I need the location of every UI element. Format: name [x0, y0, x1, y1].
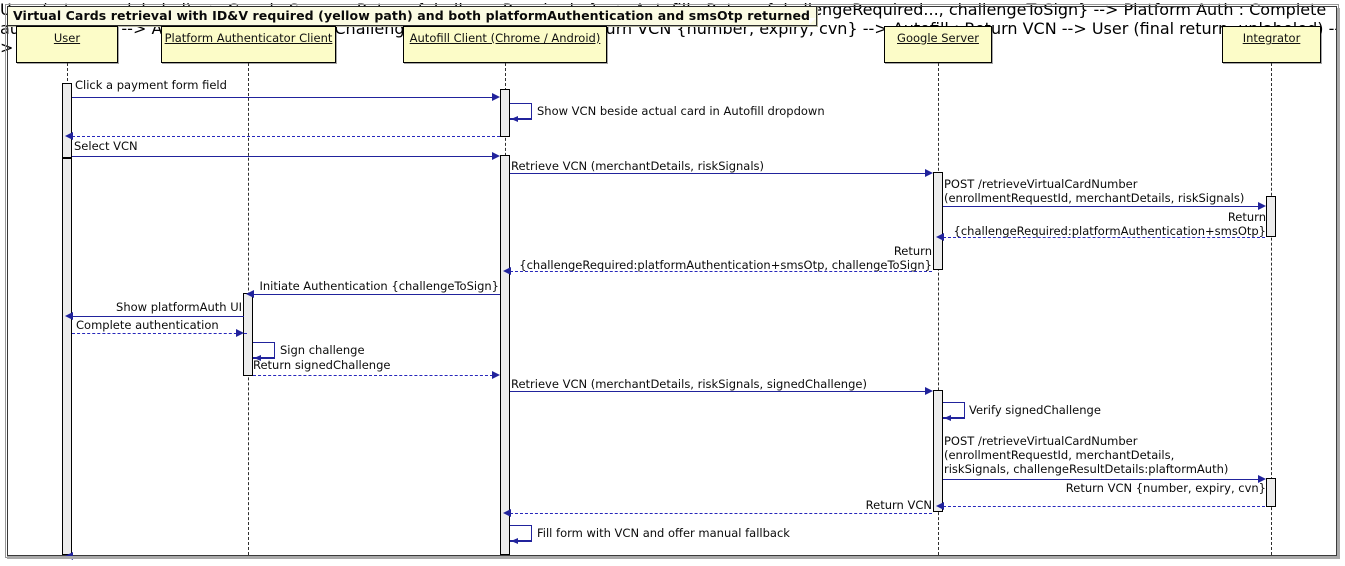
self-message-line-12: [253, 358, 275, 359]
message-arrowhead-18: [503, 509, 511, 517]
message-arrowhead-5: [925, 169, 933, 177]
message-label-14: Retrieve VCN (merchantDetails, riskSigna…: [511, 377, 867, 391]
message-arrowhead-14: [925, 387, 933, 395]
self-message-arrowhead-15: [944, 415, 951, 421]
participant-label-autofill: Autofill Client (Chrome / Android): [409, 31, 601, 45]
message-arrowhead-17: [936, 502, 944, 510]
message-label-17: Return VCN {number, expiry, cvn}: [1065, 481, 1266, 495]
self-message-arrowhead-12: [254, 355, 261, 361]
message-label-2: Show VCN beside actual card in Autofill …: [537, 104, 825, 118]
participant-label-integrator: Integrator: [1242, 31, 1301, 45]
activation-platform-auth: [243, 293, 253, 376]
message-label-10: Show platformAuth UI: [116, 300, 242, 314]
activation-integrator-2: [1266, 478, 1276, 507]
message-arrowhead-10: [65, 312, 73, 320]
message-line-5: [510, 173, 930, 174]
activation-autofill-2: [500, 155, 510, 555]
message-label-11: Complete authentication: [76, 318, 219, 332]
message-label-7: Return {challengeRequired:platformAuthen…: [953, 210, 1266, 238]
lifeline-integrator: [1271, 63, 1272, 555]
message-label-5: Retrieve VCN (merchantDetails, riskSigna…: [511, 159, 764, 173]
participant-user[interactable]: User: [16, 26, 118, 63]
message-arrowhead-7: [936, 233, 944, 241]
message-arrowhead-11: [236, 329, 244, 337]
message-arrowhead-8: [503, 267, 511, 275]
message-label-16: POST /retrieveVirtualCardNumber (enrollm…: [944, 434, 1229, 476]
message-label-15: Verify signedChallenge: [969, 403, 1101, 417]
self-message-arrowhead-2: [511, 116, 518, 122]
message-line-6: [943, 206, 1263, 207]
message-label-1: Click a payment form field: [75, 78, 227, 92]
message-line-18: [510, 513, 932, 514]
message-arrowhead-16: [1258, 475, 1266, 483]
message-label-13: Return signedChallenge: [253, 358, 391, 372]
message-line-11: [72, 333, 247, 334]
activation-autofill-1: [500, 89, 510, 137]
participant-label-platform-auth: Platform Authenticator Client: [164, 31, 333, 45]
activation-google-server-2: [933, 390, 943, 512]
participant-autofill-client[interactable]: Autofill Client (Chrome / Android): [403, 26, 607, 63]
participant-label-user: User: [53, 31, 81, 45]
diagram-title-text: Virtual Cards retrieval with ID&V requir…: [13, 8, 811, 23]
self-message-line-19: [510, 541, 532, 542]
lifeline-google-server: [938, 63, 939, 555]
self-message-box-12: [253, 342, 275, 358]
message-line-14: [510, 391, 930, 392]
message-line-8: [510, 271, 932, 272]
message-label-8: Return {challengeRequired:platformAuthen…: [519, 244, 932, 272]
message-label-4: Select VCN: [74, 139, 138, 153]
diagram-title-tab: Virtual Cards retrieval with ID&V requir…: [7, 6, 818, 26]
message-arrowhead-1: [492, 93, 500, 101]
activation-integrator-1: [1266, 196, 1276, 237]
message-label-6: POST /retrieveVirtualCardNumber (enrollm…: [944, 177, 1245, 205]
frame-shadow-right: [1337, 8, 1340, 559]
message-arrowhead-9: [246, 290, 254, 298]
message-line-1: [72, 97, 497, 98]
message-line-3: [72, 136, 500, 137]
message-arrowhead-3: [65, 132, 73, 140]
self-message-line-2: [510, 119, 532, 120]
participant-integrator[interactable]: Integrator: [1222, 26, 1321, 63]
message-label-9: Initiate Authentication {challengeToSign…: [259, 279, 499, 293]
activation-user-1: [62, 83, 72, 158]
self-message-box-2: [510, 103, 532, 119]
participant-platform-authenticator-client[interactable]: Platform Authenticator Client: [161, 26, 336, 63]
self-message-line-15: [943, 418, 965, 419]
message-arrowhead-6: [1258, 202, 1266, 210]
message-line-16: [943, 479, 1263, 480]
message-line-17: [943, 506, 1265, 507]
self-message-arrowhead-19: [511, 538, 518, 544]
self-message-box-19: [510, 525, 532, 541]
activation-google-server-1: [933, 172, 943, 270]
message-line-4: [72, 156, 497, 157]
message-label-18: Return VCN: [865, 498, 932, 512]
message-label-12: Sign challenge: [280, 343, 365, 357]
title-notch-corner: [809, 18, 817, 25]
message-arrowhead-4: [492, 152, 500, 160]
activation-user-2: [62, 158, 72, 555]
message-line-10: [72, 316, 244, 317]
message-line-7: [943, 237, 1265, 238]
message-label-19: Fill form with VCN and offer manual fall…: [537, 526, 790, 540]
self-message-box-15: [943, 402, 965, 418]
frame-shadow-bottom: [7, 556, 1339, 559]
message-line-13: [253, 375, 493, 376]
message-arrowhead-13: [492, 371, 500, 379]
participant-label-google-server: Google Server: [897, 31, 979, 45]
participant-google-server[interactable]: Google Server: [884, 26, 992, 63]
message-line-9: [253, 294, 500, 295]
